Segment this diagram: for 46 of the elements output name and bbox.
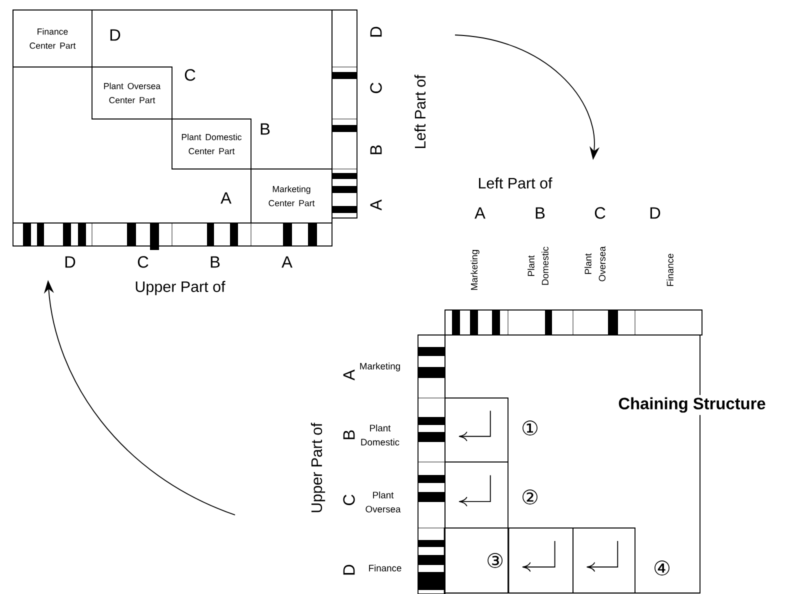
column-letter: B	[260, 123, 270, 135]
axis-title: Left Part of	[479, 177, 552, 189]
matrix-cell	[572, 528, 636, 594]
column-letter: D	[65, 256, 76, 268]
column-letter: A	[282, 256, 292, 268]
matrix-cell	[508, 528, 574, 594]
column-letter: A	[474, 207, 486, 219]
department-label: Plant Oversea	[366, 492, 401, 512]
axis-title: Left Part of	[414, 74, 426, 148]
department-label: Plant Domestic	[361, 424, 400, 446]
column-letter: C	[138, 256, 148, 268]
column-letter: B	[536, 207, 545, 219]
department-label: Finance	[369, 564, 402, 572]
department-box: Marketing Center Part	[250, 168, 332, 224]
circled-number: ④	[654, 560, 670, 576]
matrix-frame	[12, 10, 332, 224]
circled-number: ①	[522, 420, 538, 436]
column-letter: A	[370, 200, 382, 210]
column-letter: B	[210, 256, 220, 268]
department-label: Marketing	[360, 362, 400, 372]
department-box: Plant Domestic Center Part	[172, 118, 252, 170]
axis-title: Upper Part of	[310, 422, 326, 512]
matrix-cell	[444, 462, 508, 528]
department-label: Plant Oversea	[584, 246, 606, 282]
diagram-title: Chaining Structure	[616, 394, 768, 416]
department-box: Plant Oversea Center Part	[92, 66, 172, 120]
column-letter: D	[370, 26, 382, 37]
column-letter: A	[343, 370, 355, 380]
department-label: Finance	[666, 254, 674, 286]
matrix-cell	[444, 398, 508, 462]
department-label: Marketing	[470, 250, 480, 290]
column-letter: D	[650, 207, 660, 219]
column-letter: C	[370, 82, 382, 94]
department-box: ③	[444, 528, 510, 594]
department-box: Finance Center Part	[12, 10, 92, 68]
column-letter: D	[110, 29, 120, 41]
axis-title: Upper Part of	[136, 280, 226, 296]
circled-number: ②	[522, 490, 538, 504]
column-letter: B	[370, 145, 382, 154]
column-letter: B	[343, 430, 355, 440]
column-letter: D	[343, 564, 355, 575]
column-letter: C	[184, 69, 196, 81]
column-letter: A	[220, 192, 232, 204]
column-letter: C	[594, 207, 606, 219]
column-letter: C	[343, 494, 355, 506]
department-label: Plant Domestic	[528, 246, 548, 285]
